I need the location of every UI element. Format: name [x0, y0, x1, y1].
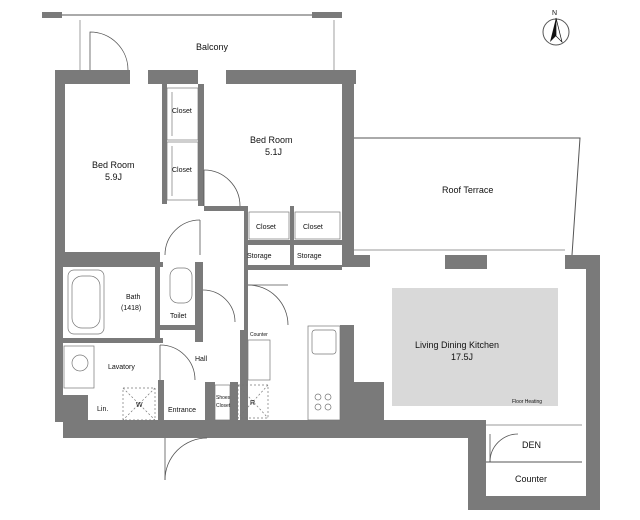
- lin-label: Lin.: [97, 406, 108, 413]
- bedroom-left-label: Bed Room: [92, 160, 135, 170]
- storage-label-1: Storage: [247, 253, 272, 260]
- north-label: N: [552, 10, 557, 17]
- bath-fixtures: [63, 267, 193, 389]
- floor-heating-area: [392, 288, 558, 406]
- roof-terrace-label: Roof Terrace: [442, 185, 493, 195]
- counter-small-label: Counter: [250, 332, 268, 338]
- balcony: [42, 12, 342, 71]
- closet-label-1: Closet: [172, 108, 192, 115]
- storage-label-2: Storage: [297, 253, 322, 260]
- roof-terrace: [354, 137, 581, 256]
- ldk-label: Living Dining Kitchen: [415, 340, 499, 350]
- bath-label: Bath: [126, 294, 141, 301]
- closet-label-4: Closet: [303, 224, 323, 231]
- lavatory-label: Lavatory: [108, 364, 135, 371]
- closets: [166, 87, 341, 240]
- shoes-closet-label-1: Shoes: [216, 395, 231, 401]
- bedroom-left-size: 5.9J: [105, 172, 122, 182]
- entrance-label: Entrance: [168, 407, 196, 414]
- shoes-closet-label-2: Closet: [216, 403, 231, 409]
- doors: [159, 169, 519, 481]
- floor-heating-label: Floor Heating: [512, 399, 542, 405]
- ldk-size: 17.5J: [451, 352, 473, 362]
- den-label: DEN: [522, 440, 541, 450]
- bedroom-right-label: Bed Room: [250, 135, 293, 145]
- den: [486, 424, 582, 463]
- hall-label: Hall: [195, 356, 208, 363]
- kitchen: [247, 325, 341, 421]
- bath-size: (1418): [121, 305, 141, 312]
- toilet-label: Toilet: [170, 313, 186, 320]
- washer-label: W: [136, 402, 143, 409]
- bedroom-right-size: 5.1J: [265, 147, 282, 157]
- counter-label: Counter: [515, 474, 547, 484]
- refrigerator-label: R: [250, 400, 255, 407]
- closet-label-2: Closet: [172, 167, 192, 174]
- utility-fixtures: [122, 384, 269, 421]
- walls: [55, 70, 600, 510]
- balcony-label: Balcony: [196, 42, 229, 52]
- closet-label-3: Closet: [256, 224, 276, 231]
- north-arrow: N: [542, 10, 570, 46]
